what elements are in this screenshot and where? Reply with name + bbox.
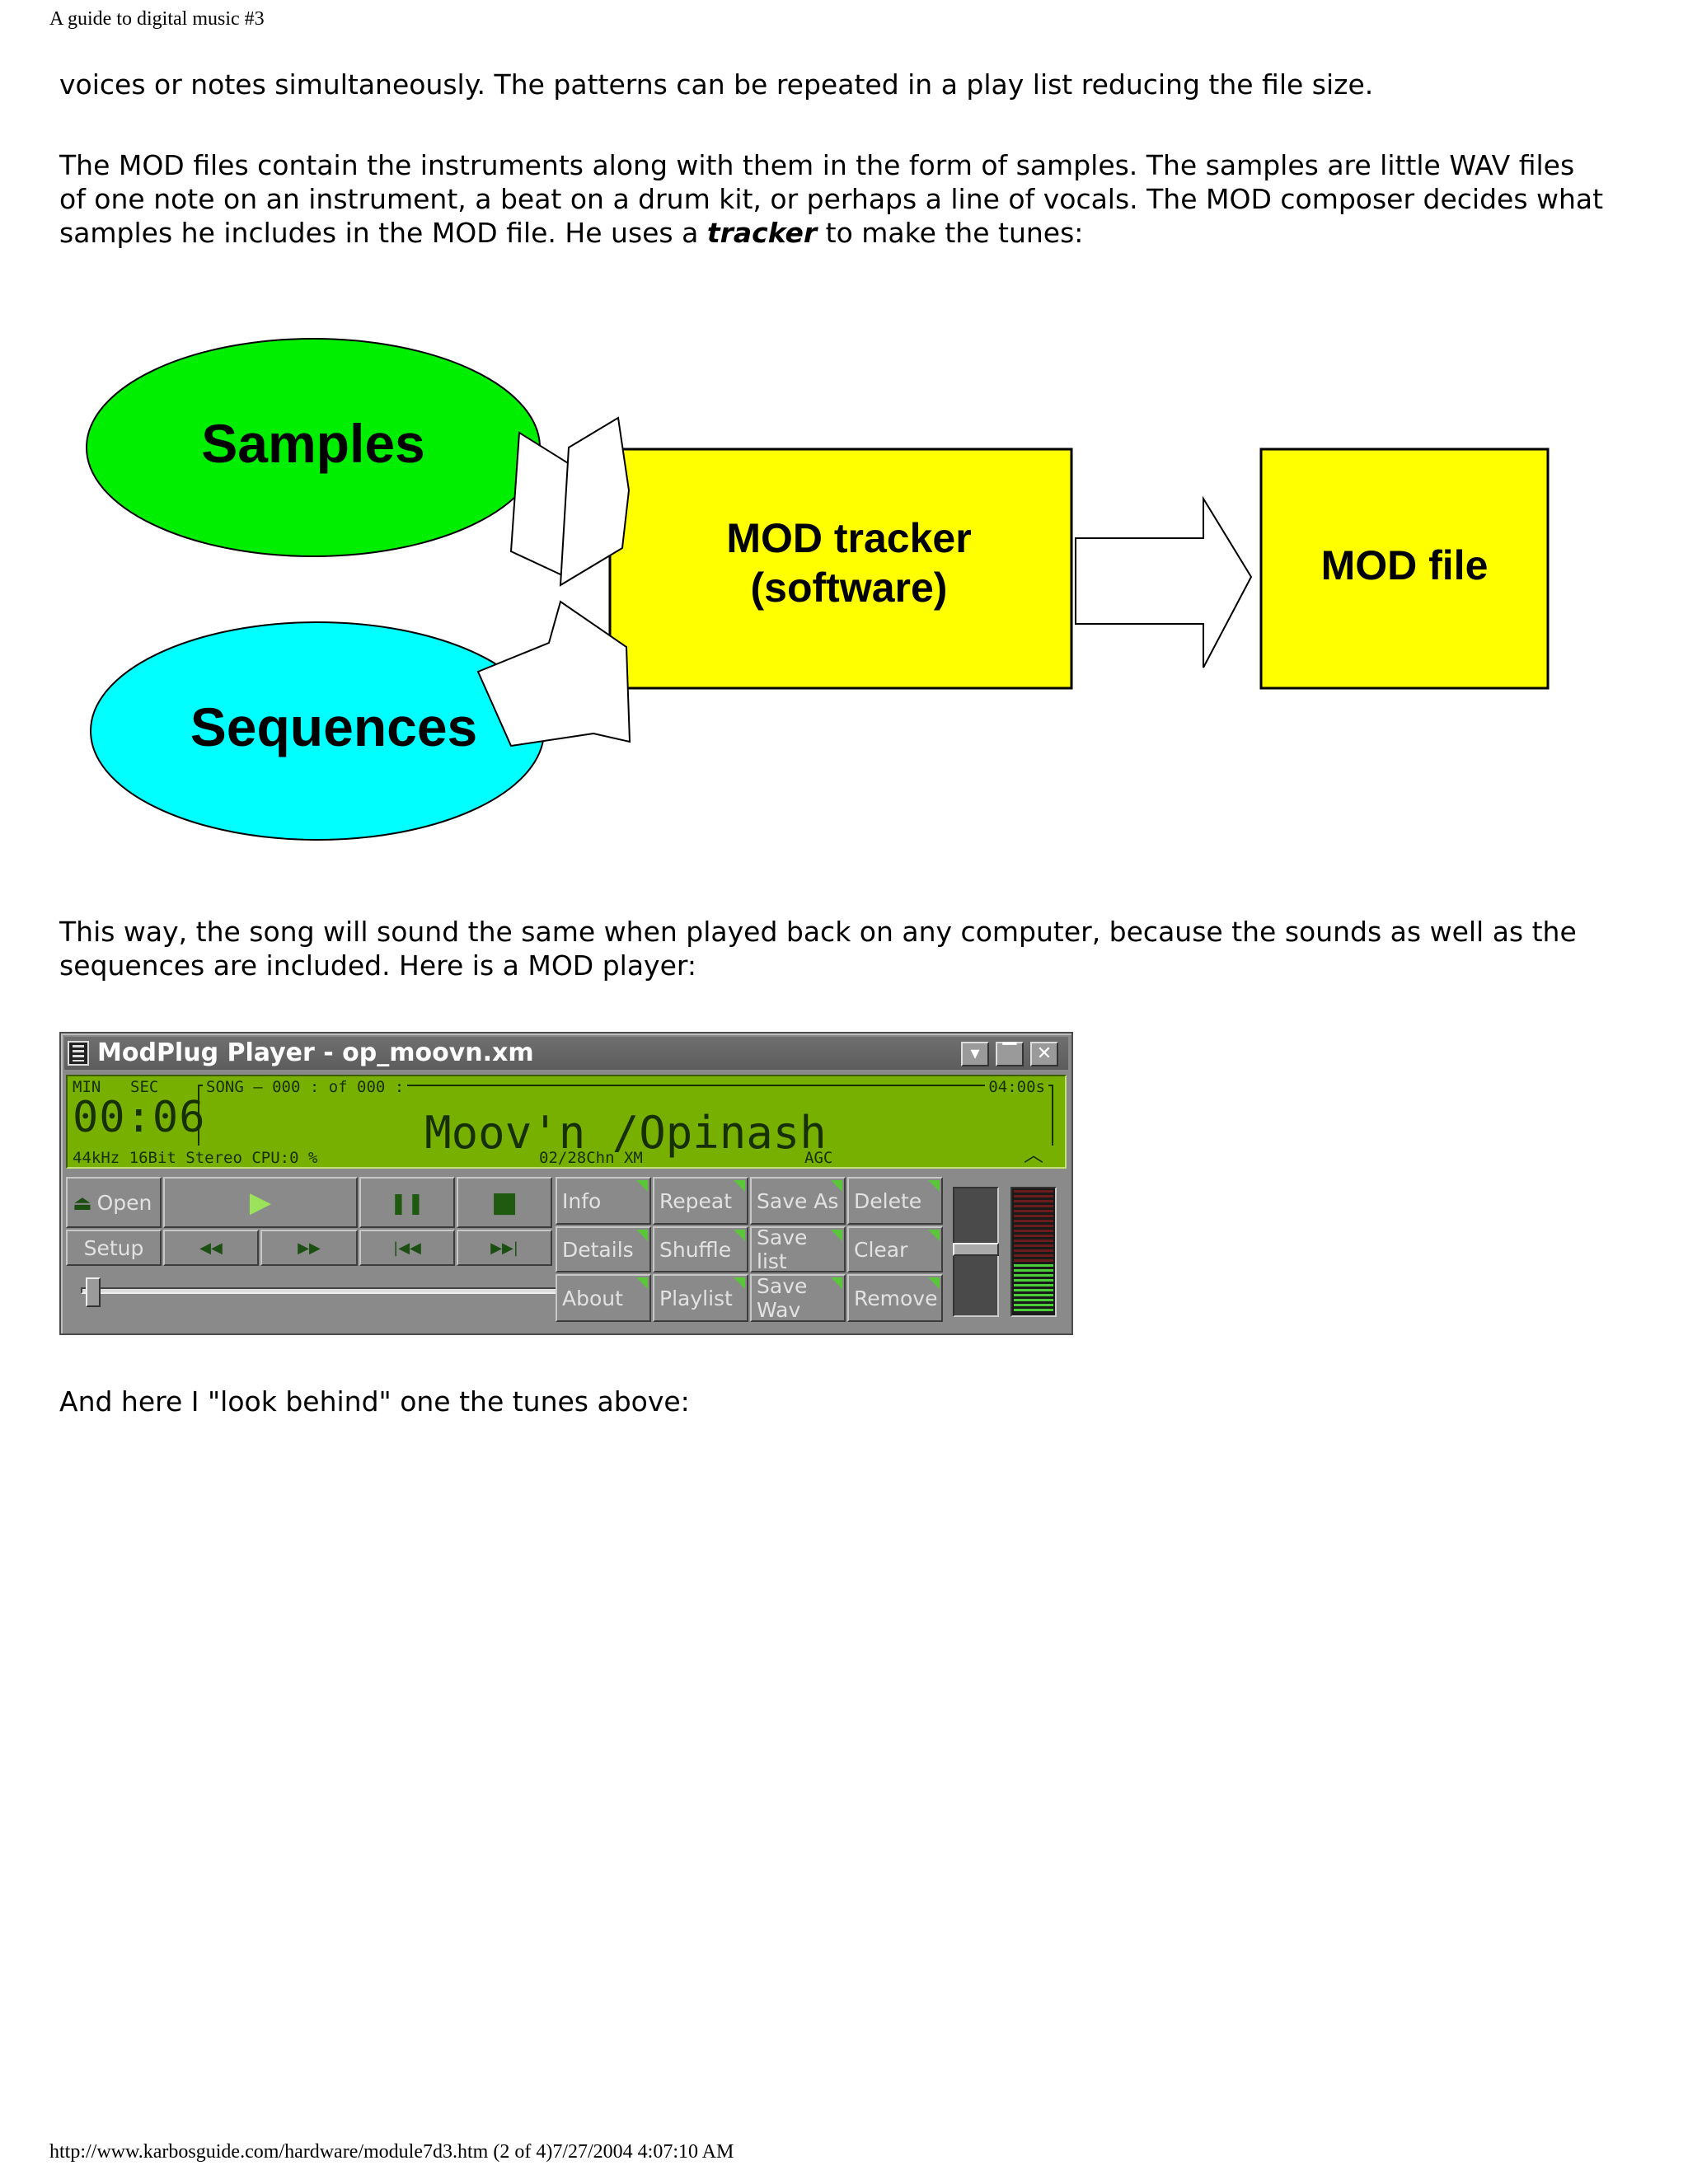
repeat-label: Repeat <box>659 1188 733 1213</box>
maximize-button[interactable]: ▔ <box>996 1042 1024 1066</box>
paragraph-mod-files: The MOD files contain the instruments al… <box>59 148 1609 250</box>
lcd-display: MIN SEC 00:06 SONG — 000 : of 000 : 04:0… <box>66 1075 1067 1169</box>
info-button[interactable]: Info <box>556 1177 651 1225</box>
eject-icon: ⏏ <box>73 1190 92 1215</box>
agc-label: AGC <box>804 1149 833 1167</box>
fast-forward-icon: ▶▶ <box>298 1239 321 1257</box>
song-counter: SONG — 000 : of 000 : <box>203 1078 408 1096</box>
song-duration: 04:00s <box>985 1078 1048 1096</box>
volume-slider-handle[interactable] <box>953 1243 999 1256</box>
paragraph-patterns: voices or notes simultaneously. The patt… <box>59 68 1374 101</box>
corner-marker-icon <box>928 1230 940 1241</box>
rewind-icon: ◀◀ <box>199 1239 223 1257</box>
clear-button[interactable]: Clear <box>847 1226 943 1272</box>
arrow-sequences <box>476 600 631 748</box>
samples-label: Samples <box>201 413 424 474</box>
corner-marker-icon <box>636 1277 648 1289</box>
previous-button[interactable]: |◀◀ <box>359 1230 455 1266</box>
details-label: Details <box>562 1237 634 1262</box>
level-meter-level <box>1014 1264 1053 1314</box>
arrow-samples-head <box>559 416 631 587</box>
modplug-player-window: ModPlug Player - op_moovn.xm ▾ ▔ ✕ MIN S… <box>59 1032 1073 1335</box>
page-header: A guide to digital music #3 <box>49 8 265 30</box>
player-title: ModPlug Player - op_moovn.xm <box>97 1038 534 1067</box>
stop-icon: ■ <box>490 1186 518 1219</box>
shuffle-label: Shuffle <box>659 1237 732 1262</box>
fast-forward-button[interactable]: ▶▶ <box>260 1230 358 1266</box>
sec-label: SEC <box>130 1078 159 1096</box>
paragraph-look-behind: And here I "look behind" one the tunes a… <box>59 1385 690 1418</box>
clear-label: Clear <box>854 1237 908 1262</box>
corner-marker-icon <box>928 1277 940 1289</box>
corner-marker-icon <box>734 1180 745 1192</box>
corner-marker-icon <box>734 1277 745 1289</box>
tracker-emphasis: tracker <box>706 217 818 249</box>
play-icon: ▶ <box>249 1186 272 1219</box>
rewind-button[interactable]: ◀◀ <box>163 1230 259 1266</box>
level-meter-peak <box>1014 1190 1053 1264</box>
about-button[interactable]: About <box>556 1274 651 1322</box>
save-as-button[interactable]: Save As <box>750 1177 846 1225</box>
corner-marker-icon <box>734 1230 745 1241</box>
save-wav-button[interactable]: Save Wav <box>750 1274 846 1322</box>
song-box: SONG — 000 : of 000 : 04:00s Moov'n /Opi… <box>198 1078 1053 1157</box>
repeat-button[interactable]: Repeat <box>653 1177 748 1225</box>
mod-file-label: MOD file <box>1321 542 1489 588</box>
minimize-button[interactable]: ▾ <box>961 1042 989 1066</box>
pause-icon: ❚❚ <box>390 1190 424 1215</box>
tracker-label-line2: (software) <box>751 565 948 611</box>
shuffle-button[interactable]: Shuffle <box>653 1226 748 1272</box>
details-button[interactable]: Details <box>556 1226 651 1272</box>
paragraph-mod-player: This way, the song will sound the same w… <box>59 916 1577 982</box>
delete-label: Delete <box>854 1188 922 1213</box>
open-button[interactable]: ⏏ Open <box>66 1177 162 1228</box>
next-button[interactable]: ▶▶| <box>457 1230 552 1266</box>
save-as-label: Save As <box>757 1188 839 1213</box>
about-label: About <box>562 1286 623 1310</box>
corner-marker-icon <box>636 1180 648 1192</box>
pause-button[interactable]: ❚❚ <box>359 1177 455 1228</box>
time-readout: 00:06 <box>73 1093 206 1142</box>
format-info: 44kHz 16Bit Stereo CPU:0 % <box>73 1149 318 1167</box>
playlist-label: Playlist <box>659 1286 733 1310</box>
close-button[interactable]: ✕ <box>1030 1042 1058 1066</box>
save-list-button[interactable]: Save list <box>750 1226 846 1273</box>
corner-marker-icon <box>831 1180 842 1192</box>
setup-button[interactable]: Setup <box>66 1230 162 1266</box>
song-name: Moov'n /Opinash <box>424 1107 827 1159</box>
paragraph-text: The MOD files contain the instruments al… <box>59 149 1604 249</box>
expand-icon[interactable]: ︿ <box>1024 1143 1043 1166</box>
position-slider-handle[interactable] <box>86 1277 101 1307</box>
next-icon: ▶▶| <box>490 1239 518 1257</box>
remove-label: Remove <box>854 1286 938 1310</box>
page-footer: http://www.karbosguide.com/hardware/modu… <box>49 2141 734 2163</box>
sequences-label: Sequences <box>190 696 478 757</box>
mod-tracker-diagram: Samples Sequences MOD tracker (software)… <box>86 338 1550 841</box>
open-label: Open <box>96 1190 152 1215</box>
corner-marker-icon <box>831 1230 842 1241</box>
corner-marker-icon <box>636 1230 648 1241</box>
save-list-label: Save list <box>757 1226 808 1273</box>
tracker-label-line1: MOD tracker <box>726 515 971 561</box>
level-meter <box>1010 1187 1057 1317</box>
mod-file-box <box>1259 448 1550 690</box>
channel-info: 02/28Chn XM <box>539 1149 643 1167</box>
paragraph-text-end: to make the tunes: <box>817 217 1084 249</box>
position-slider-track[interactable] <box>81 1287 559 1294</box>
min-label: MIN <box>73 1078 101 1096</box>
playlist-button[interactable]: Playlist <box>653 1274 748 1322</box>
corner-marker-icon <box>928 1180 940 1192</box>
previous-icon: |◀◀ <box>393 1239 421 1257</box>
player-titlebar[interactable]: ModPlug Player - op_moovn.xm ▾ ▔ ✕ <box>64 1037 1068 1070</box>
info-label: Info <box>562 1188 602 1213</box>
delete-button[interactable]: Delete <box>847 1177 943 1225</box>
play-button[interactable]: ▶ <box>163 1177 358 1228</box>
corner-marker-icon <box>831 1277 842 1289</box>
save-wav-label: Save Wav <box>757 1274 808 1322</box>
remove-button[interactable]: Remove <box>847 1274 943 1322</box>
tracker-box <box>608 448 1073 690</box>
arrow-to-file <box>1075 495 1253 668</box>
stop-button[interactable]: ■ <box>457 1177 552 1228</box>
film-icon <box>68 1041 89 1066</box>
